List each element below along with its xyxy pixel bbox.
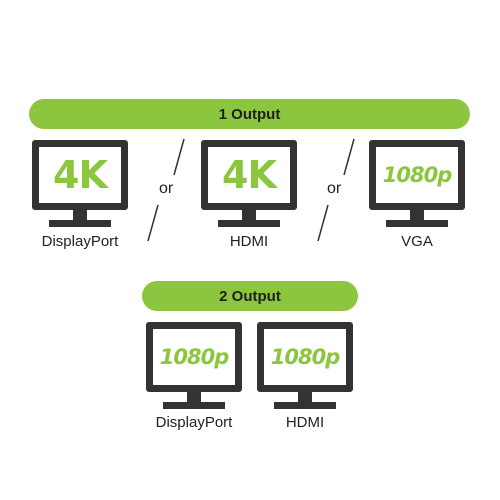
monitor-screen: 4K <box>201 140 297 210</box>
two-output-title: 2 Output <box>219 287 281 305</box>
resolution-label: 1080p <box>382 162 452 187</box>
port-label-displayport: DisplayPort <box>41 233 119 250</box>
monitor-screen: 1080p <box>257 322 353 392</box>
monitor-screen: 1080p <box>146 322 242 392</box>
port-label-hdmi-2: HDMI <box>285 414 325 431</box>
monitor-screen: 4K <box>32 140 128 210</box>
monitor-hdmi-2: 1080p <box>257 322 353 412</box>
monitor-displayport-1: 4K <box>32 140 128 230</box>
monitor-displayport-2: 1080p <box>146 322 242 412</box>
separator-slashes-right <box>317 138 355 242</box>
monitor-hdmi-1: 4K <box>201 140 297 230</box>
one-output-banner: 1 Output <box>29 99 470 129</box>
resolution-label: 1080p <box>159 344 229 369</box>
monitor-neck <box>187 392 201 403</box>
one-output-title: 1 Output <box>218 105 281 123</box>
monitor-screen: 1080p <box>369 140 465 210</box>
resolution-label: 1080p <box>270 344 340 369</box>
port-label-displayport-2: DisplayPort <box>155 414 233 431</box>
slash-top <box>343 138 355 176</box>
separator-slashes-left <box>147 138 185 242</box>
slash-bottom <box>317 204 329 242</box>
monitor-base <box>49 220 111 227</box>
port-label-vga: VGA <box>401 233 433 250</box>
monitor-neck <box>298 392 312 403</box>
monitor-base <box>386 220 448 227</box>
monitor-neck <box>242 210 256 221</box>
resolution-label: 4K <box>222 153 277 197</box>
slash-top <box>173 138 185 176</box>
monitor-neck <box>410 210 424 221</box>
or-separator-1: or <box>159 180 174 197</box>
monitor-base <box>218 220 280 227</box>
or-separator-2: or <box>327 180 342 197</box>
monitor-base <box>163 402 225 409</box>
resolution-label: 4K <box>53 153 108 197</box>
monitor-base <box>274 402 336 409</box>
two-output-banner: 2 Output <box>142 281 358 311</box>
monitor-vga: 1080p <box>369 140 465 230</box>
port-label-hdmi: HDMI <box>229 233 269 250</box>
slash-bottom <box>147 204 159 242</box>
monitor-neck <box>73 210 87 221</box>
